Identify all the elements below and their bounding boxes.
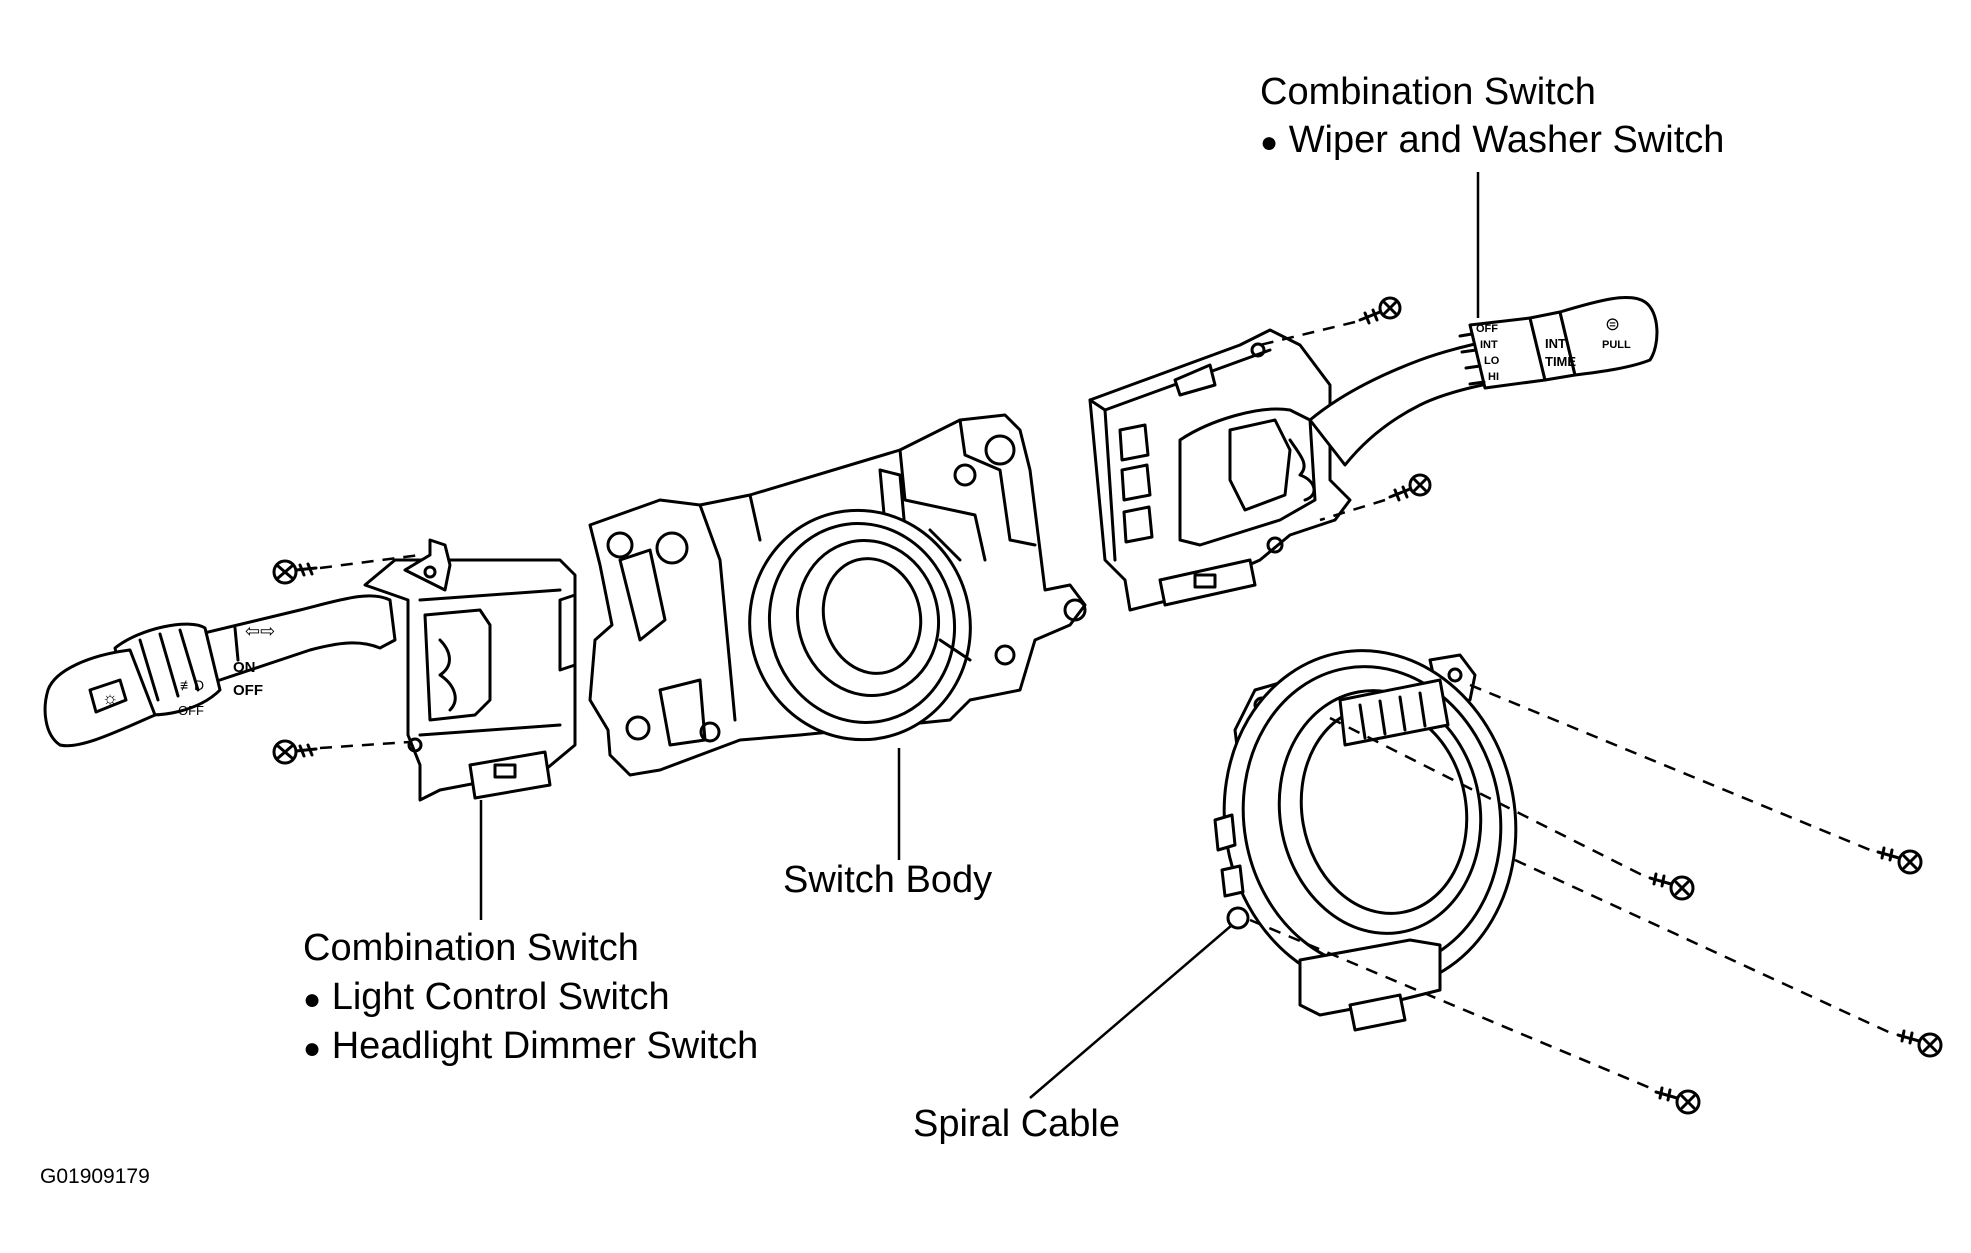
wiper-off-marking: OFF bbox=[1476, 323, 1498, 335]
wiper-lo-marking: LO bbox=[1484, 355, 1500, 367]
switch-body-label: Switch Body bbox=[783, 859, 993, 901]
light-control-label: Light Control Switch bbox=[331, 976, 670, 1018]
wiper-hi-marking: HI bbox=[1488, 371, 1499, 383]
light-on-marking: ON bbox=[233, 659, 256, 676]
headlight-dimmer-label: Headlight Dimmer Switch bbox=[331, 1025, 759, 1067]
light-switch-title: Combination Switch bbox=[303, 927, 639, 969]
screw-icon bbox=[1654, 1086, 1701, 1115]
wiper-int-time-marking-2: TIME bbox=[1545, 354, 1576, 369]
screw-icon bbox=[1876, 846, 1923, 875]
svg-text:☼: ☼ bbox=[102, 688, 119, 708]
bullet-icon: ● bbox=[1260, 126, 1279, 159]
wiper-pull-marking: PULL bbox=[1602, 339, 1631, 351]
screw-icon bbox=[272, 739, 318, 765]
switch-body bbox=[588, 413, 1087, 777]
svg-text:⇦⇨: ⇦⇨ bbox=[245, 621, 275, 641]
spiral-cable bbox=[1213, 649, 1943, 1115]
wiper-washer-switch: OFF INT LO HI INT TIME PULL ⊜ bbox=[1088, 295, 1659, 612]
screw-icon bbox=[1648, 872, 1695, 901]
spiral-cable-label: Spiral Cable bbox=[913, 1103, 1120, 1145]
wiper-switch-item: ● Wiper and Washer Switch bbox=[1260, 116, 1724, 167]
screw-icon bbox=[1896, 1029, 1943, 1058]
bullet-icon: ● bbox=[303, 983, 322, 1016]
light-switch-item-1: ● Light Control Switch bbox=[303, 973, 670, 1024]
leader-line bbox=[1029, 924, 1233, 1099]
wiper-int-time-marking-1: INT bbox=[1545, 336, 1566, 351]
figure-code: G01909179 bbox=[40, 1165, 150, 1188]
screw-icon bbox=[1388, 473, 1432, 502]
wiper-int-marking: INT bbox=[1480, 339, 1498, 351]
light-control-switch: ☼ ≢D OFF ON OFF ⇦⇨ bbox=[43, 538, 577, 802]
light-off-marking: OFF bbox=[233, 682, 263, 699]
screw-icon bbox=[1358, 296, 1402, 325]
wiper-switch-item-label: Wiper and Washer Switch bbox=[1288, 119, 1725, 161]
svg-text:⊜: ⊜ bbox=[1605, 314, 1620, 334]
light-off-small-marking: OFF bbox=[178, 703, 204, 718]
bullet-icon: ● bbox=[303, 1032, 322, 1065]
light-switch-item-2: ● Headlight Dimmer Switch bbox=[303, 1022, 758, 1073]
screw-icon bbox=[272, 559, 318, 585]
wiper-switch-title: Combination Switch bbox=[1260, 71, 1596, 113]
svg-text:≢D: ≢D bbox=[180, 677, 204, 693]
